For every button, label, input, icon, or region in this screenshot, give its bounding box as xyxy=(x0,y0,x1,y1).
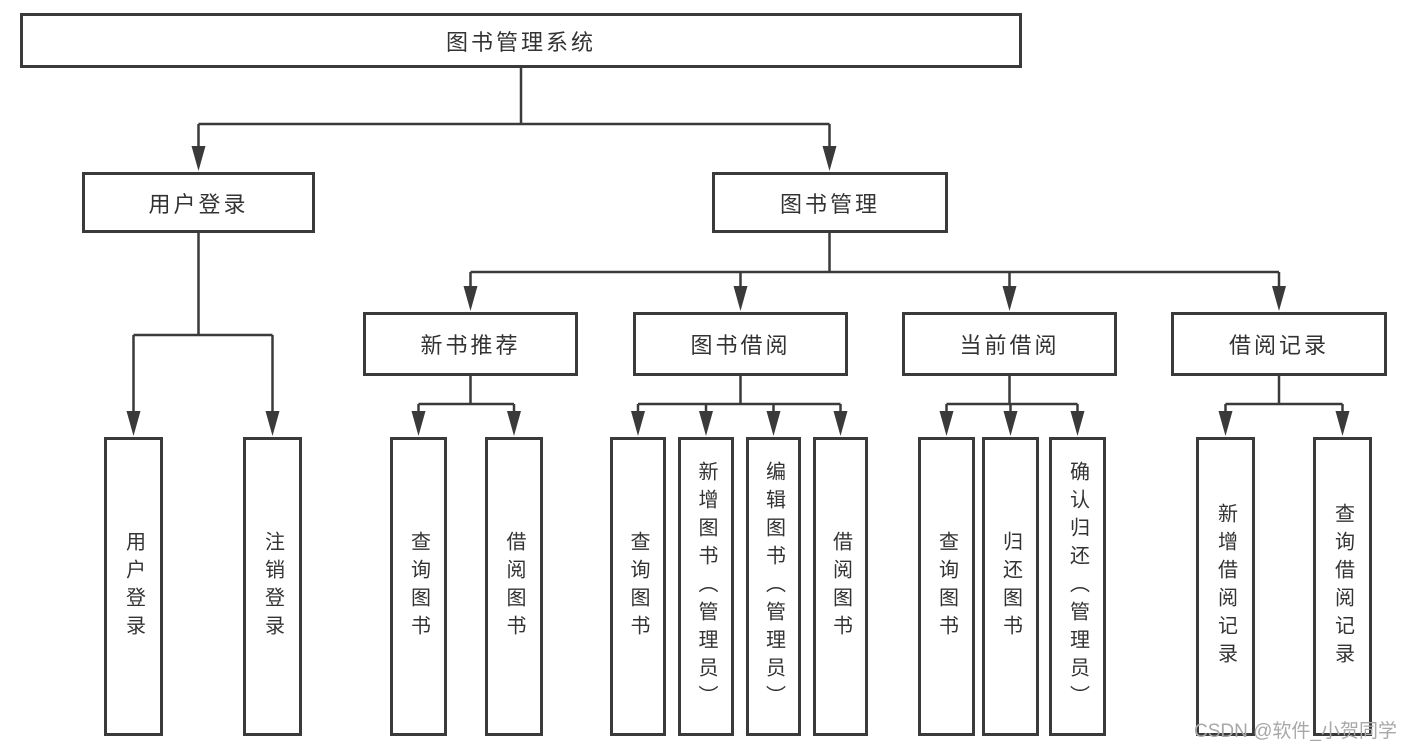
leaf-label: 编辑图书（管理员） xyxy=(762,460,785,713)
node-label: 用户登录 xyxy=(148,191,249,217)
node-user-login: 用户登录 xyxy=(82,172,315,233)
leaf-label: 注销登录 xyxy=(261,530,284,643)
connector-borrow-to-leaves xyxy=(636,376,842,420)
connector-newbook-to-leaves xyxy=(417,376,516,420)
leaf-label: 查询图书 xyxy=(407,530,430,643)
leaf-label: 归还图书 xyxy=(999,530,1022,643)
node-label: 借阅记录 xyxy=(1228,333,1329,358)
connector-root-to-level2 xyxy=(197,68,831,153)
leaf-confirm-return-admin: 确认归还（管理员） xyxy=(1049,437,1106,736)
leaf-add-borrow-record: 新增借阅记录 xyxy=(1196,437,1255,736)
node-label: 图书管理 xyxy=(779,191,880,217)
leaf-query-borrow-record: 查询借阅记录 xyxy=(1313,437,1372,736)
leaf-query-books-current: 查询图书 xyxy=(918,437,975,736)
connector-login-to-leaves xyxy=(132,233,274,420)
node-book-management: 图书管理 xyxy=(712,172,948,233)
leaf-label: 查询借阅记录 xyxy=(1331,502,1354,671)
leaf-edit-books-admin: 编辑图书（管理员） xyxy=(746,437,801,736)
leaf-logout: 注销登录 xyxy=(243,437,302,736)
node-borrow-records: 借阅记录 xyxy=(1171,312,1387,376)
leaf-label: 新增借阅记录 xyxy=(1214,502,1237,671)
leaf-label: 借阅图书 xyxy=(829,530,852,643)
leaf-label: 借阅图书 xyxy=(503,530,525,643)
leaf-label: 查询图书 xyxy=(935,530,958,643)
csdn-watermark: CSDN @软件_小贺同学 xyxy=(1194,721,1397,742)
leaf-return-books: 归还图书 xyxy=(982,437,1039,736)
node-label: 当前借阅 xyxy=(959,333,1060,358)
leaf-query-books-borrow: 查询图书 xyxy=(610,437,666,736)
node-label: 图书借阅 xyxy=(690,333,791,358)
leaf-label: 用户登录 xyxy=(122,530,145,643)
arrowhead-icons xyxy=(126,146,1350,436)
connector-records-to-leaves xyxy=(1224,376,1344,420)
node-new-book-recommend: 新书推荐 xyxy=(363,312,578,376)
leaf-label: 新增图书（管理员） xyxy=(695,460,717,713)
leaf-query-books-newbook: 查询图书 xyxy=(390,437,447,736)
leaf-add-books-admin: 新增图书（管理员） xyxy=(678,437,734,736)
leaf-borrow-books: 借阅图书 xyxy=(813,437,868,736)
leaf-label: 查询图书 xyxy=(627,530,649,643)
node-book-management-system: 图书管理系统 xyxy=(20,13,1022,68)
node-label: 新书推荐 xyxy=(420,333,521,358)
leaf-user-login: 用户登录 xyxy=(104,437,163,736)
node-current-borrow: 当前借阅 xyxy=(902,312,1117,376)
connector-mgmt-to-level3 xyxy=(469,233,1281,294)
leaf-borrow-books-newbook: 借阅图书 xyxy=(485,437,543,736)
node-book-borrow: 图书借阅 xyxy=(633,312,848,376)
leaf-label: 确认归还（管理员） xyxy=(1066,460,1089,713)
node-label: 图书管理系统 xyxy=(445,29,596,55)
